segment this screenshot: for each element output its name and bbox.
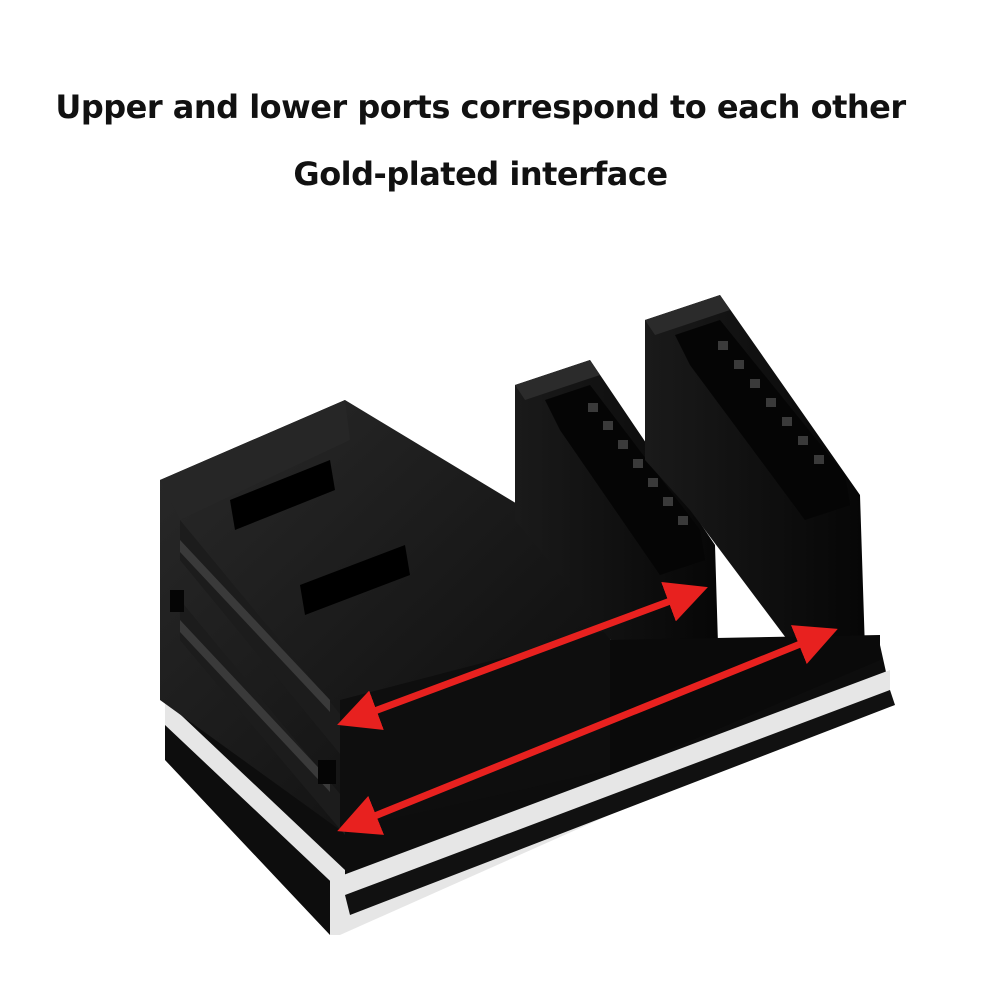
upper-port-2 xyxy=(645,295,865,670)
caption-line-2: Gold-plated interface xyxy=(293,155,668,193)
double-arrow-icon-lower xyxy=(337,625,838,835)
caption-line-1: Upper and lower ports correspond to each… xyxy=(55,88,906,126)
